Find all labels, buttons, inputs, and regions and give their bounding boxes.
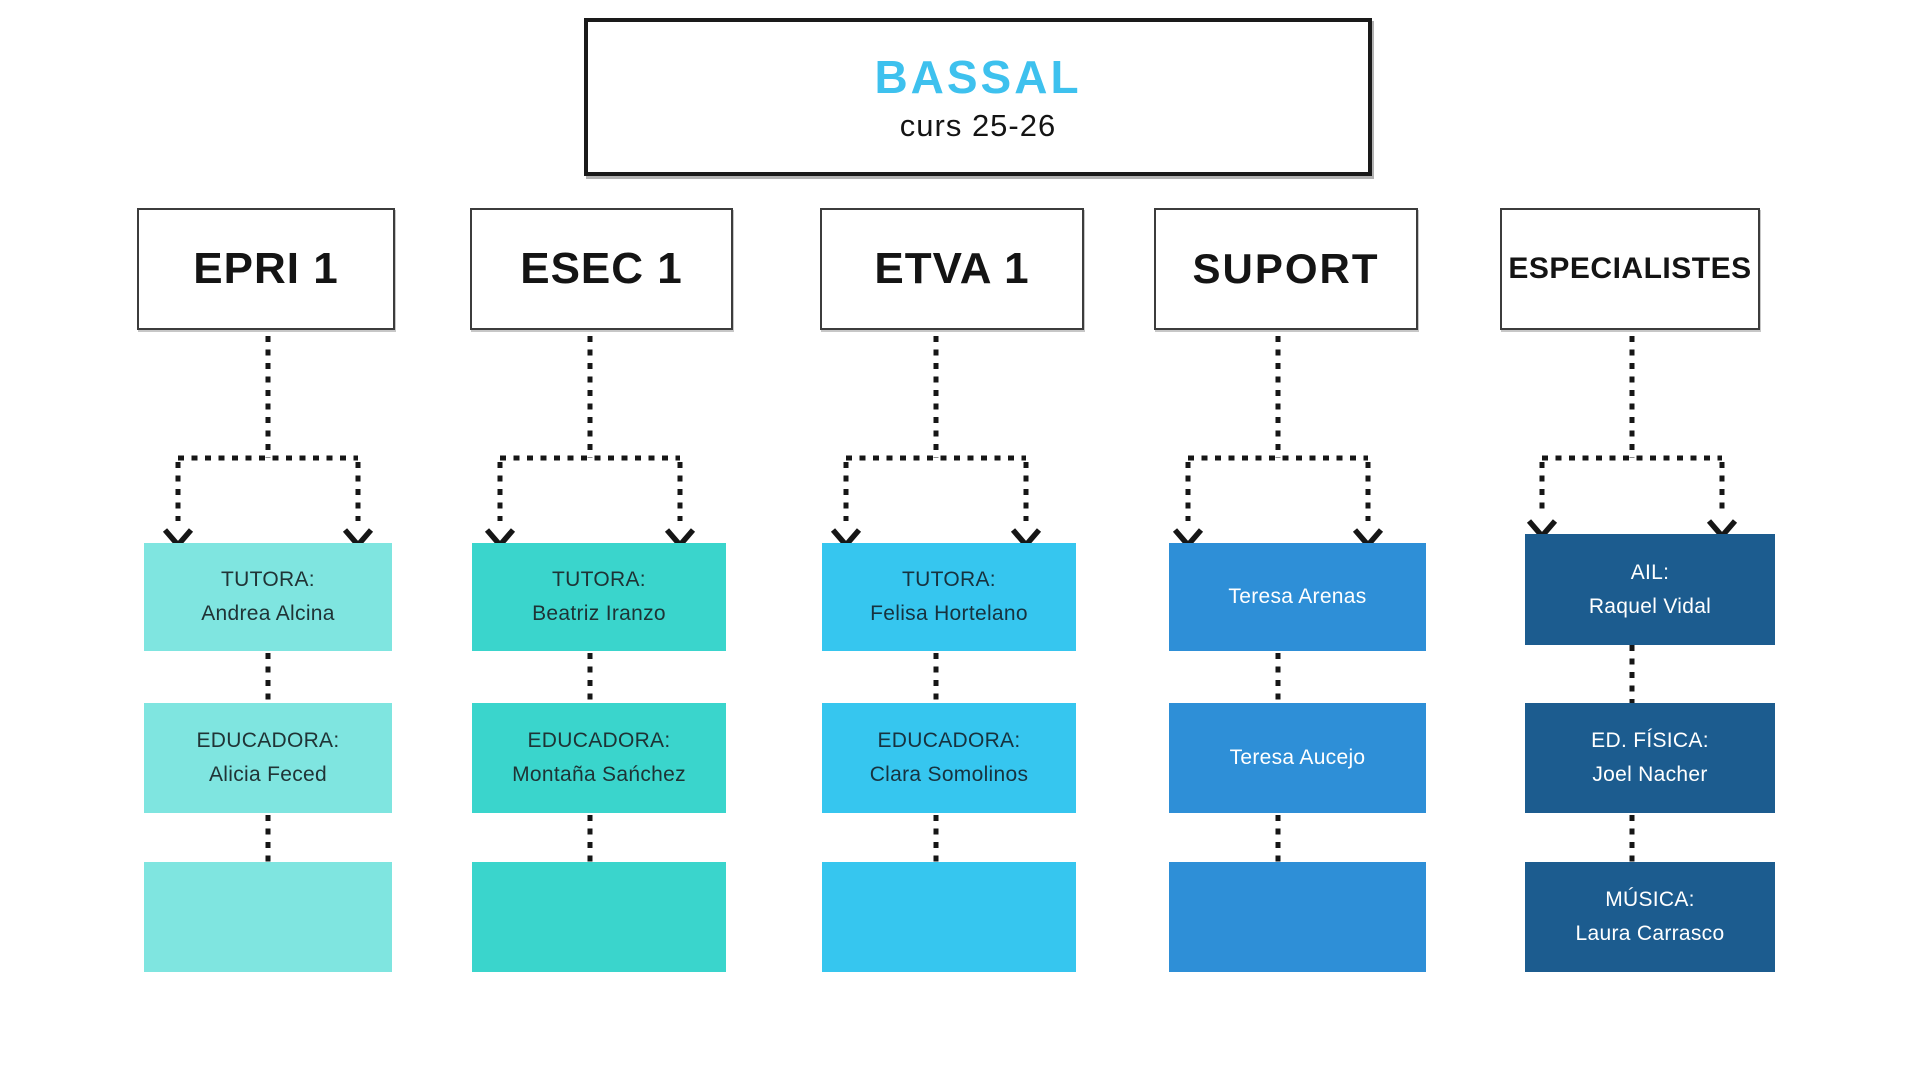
name-line: Laura Carrasco [1575, 922, 1725, 945]
role-line: MÚSICA: [1605, 888, 1695, 911]
staff-node-etva1-educadora: EDUCADORA: Clara Somolinos [822, 703, 1076, 813]
staff-node-especialistes-ail: AIL: Raquel Vidal [1525, 534, 1775, 645]
header-label: EPRI 1 [193, 244, 339, 293]
name-line: Clara Somolinos [869, 763, 1029, 786]
staff-node-suport-empty [1169, 862, 1426, 972]
header-label: ESPECIALISTES [1508, 252, 1752, 285]
name-line: Andrea Alcina [201, 602, 335, 625]
staff-node-especialistes-edfisica: ED. FÍSICA: Joel Nacher [1525, 703, 1775, 813]
staff-node-etva1-empty [822, 862, 1076, 972]
header-box-epri1: EPRI 1 [137, 208, 395, 330]
role-line: TUTORA: [552, 568, 646, 591]
name-line: Montaña Sańchez [512, 763, 686, 786]
staff-node-etva1-tutora: TUTORA: Felisa Hortelano [822, 543, 1076, 651]
staff-node-epri1-educadora: EDUCADORA: Alicia Feced [144, 703, 392, 813]
role-line: TUTORA: [221, 568, 315, 591]
role-line: AIL: [1630, 560, 1670, 584]
header-label: ETVA 1 [874, 244, 1030, 293]
name-line: Teresa Aucejo [1229, 746, 1366, 769]
staff-node-epri1-tutora: TUTORA: Andrea Alcina [144, 543, 392, 651]
name-line: Raquel Vidal [1588, 594, 1712, 618]
header-box-suport: SUPORT [1154, 208, 1418, 330]
name-line: Teresa Arenas [1228, 585, 1367, 608]
header-box-etva1: ETVA 1 [820, 208, 1084, 330]
staff-node-especialistes-musica: MÚSICA: Laura Carrasco [1525, 862, 1775, 972]
staff-node-suport-2: Teresa Aucejo [1169, 703, 1426, 813]
role-line: TUTORA: [902, 568, 996, 591]
org-title: BASSAL [874, 50, 1082, 103]
role-line: EDUCADORA: [527, 729, 671, 752]
name-line: Beatriz Iranzo [532, 602, 666, 625]
staff-node-esec1-empty [472, 862, 726, 972]
name-line: Joel Nacher [1592, 763, 1708, 786]
role-line: EDUCADORA: [196, 729, 340, 752]
role-line: EDUCADORA: [877, 729, 1021, 752]
role-line: ED. FÍSICA: [1591, 729, 1709, 752]
name-line: Alicia Feced [209, 763, 327, 786]
name-line: Felisa Hortelano [870, 602, 1028, 625]
staff-node-esec1-tutora: TUTORA: Beatriz Iranzo [472, 543, 726, 651]
header-label: ESEC 1 [520, 244, 683, 293]
header-box-esec1: ESEC 1 [470, 208, 733, 330]
staff-node-suport-1: Teresa Arenas [1169, 543, 1426, 651]
staff-node-epri1-empty [144, 862, 392, 972]
header-label: SUPORT [1192, 245, 1380, 292]
org-subtitle: curs 25-26 [899, 107, 1057, 143]
staff-node-esec1-educadora: EDUCADORA: Montaña Sańchez [472, 703, 726, 813]
header-box-especialistes: ESPECIALISTES [1500, 208, 1760, 330]
title-box: BASSAL curs 25-26 [584, 18, 1372, 176]
